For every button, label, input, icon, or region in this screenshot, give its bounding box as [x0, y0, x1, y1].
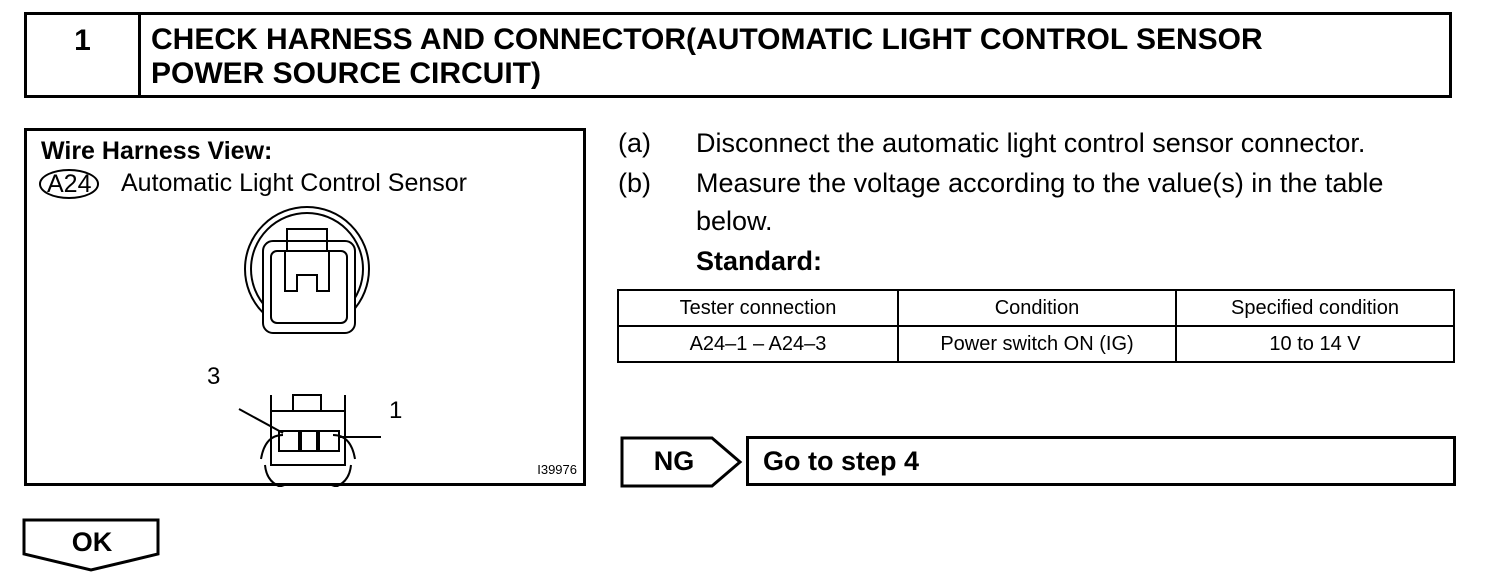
step-header: 1 CHECK HARNESS AND CONNECTOR(AUTOMATIC …	[24, 12, 1452, 98]
step-b-text-line1: Measure the voltage according to the val…	[696, 168, 1384, 198]
ng-arrow-shape	[620, 436, 743, 488]
wire-harness-figure: Wire Harness View: A24 Automatic Light C…	[24, 128, 586, 487]
figure-id: I39976	[537, 462, 577, 477]
ok-arrow-shape	[22, 518, 160, 572]
table-header: Specified condition	[1175, 289, 1455, 327]
ng-label: NG	[653, 446, 695, 476]
table-header-row: Tester connection Condition Specified co…	[617, 289, 1455, 327]
table-cell: A24–1 – A24–3	[617, 325, 899, 363]
step-number: 1	[27, 15, 141, 95]
standard-label: Standard:	[696, 246, 823, 276]
step-b-text-line2: below.	[696, 206, 773, 236]
step-title-line2: POWER SOURCE CIRCUIT)	[151, 57, 541, 90]
table-header: Tester connection	[617, 289, 899, 327]
table-row: A24–1 – A24–3 Power switch ON (IG) 10 to…	[617, 325, 1455, 363]
figure-title: Wire Harness View:	[41, 137, 273, 165]
table-cell: 10 to 14 V	[1175, 325, 1455, 363]
step-b-marker: (b)	[618, 168, 651, 198]
ok-label: OK	[71, 527, 113, 557]
connector-code-badge: A24	[39, 169, 100, 199]
pin-label-1: 1	[389, 397, 403, 424]
connector-drawing	[238, 206, 381, 487]
connector-name: Automatic Light Control Sensor	[121, 169, 468, 197]
step-title: CHECK HARNESS AND CONNECTOR(AUTOMATIC LI…	[151, 23, 1441, 91]
step-a-marker: (a)	[618, 128, 651, 158]
go-to-step-box: Go to step 4	[746, 436, 1456, 486]
step-title-line1: CHECK HARNESS AND CONNECTOR(AUTOMATIC LI…	[151, 23, 1263, 56]
table-cell: Power switch ON (IG)	[897, 325, 1177, 363]
step-a-text: Disconnect the automatic light control s…	[696, 128, 1366, 158]
pin-label-3: 3	[207, 363, 221, 390]
spec-table: Tester connection Condition Specified co…	[617, 289, 1455, 363]
table-header: Condition	[897, 289, 1177, 327]
